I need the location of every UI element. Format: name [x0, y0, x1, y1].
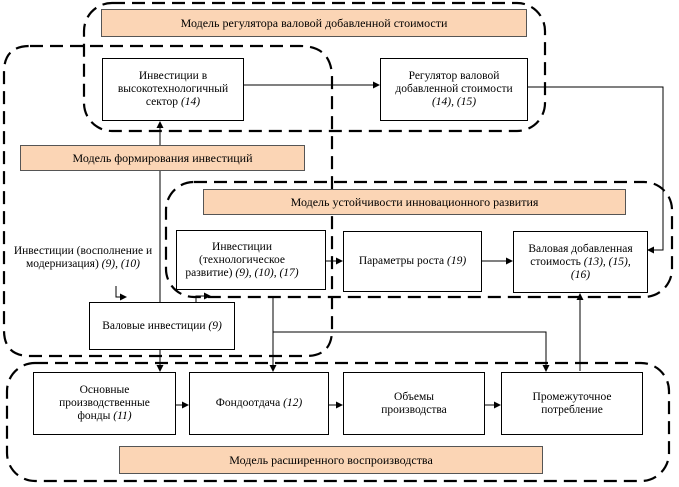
group-investment-formation-outline [2, 44, 334, 358]
node-gross-value-added: Валовая добавленная стоимость (13), (15)… [513, 231, 648, 293]
node-gross-investment-refs: (9) [208, 319, 222, 332]
node-production-volumes-text: Объемы производства [381, 390, 447, 416]
node-fixed-assets: Основные производственные фонды (11) [33, 372, 176, 435]
group-gva-regulator-outline [82, 1, 547, 133]
node-gross-value-added-refs: (13), (15), (16) [570, 255, 631, 281]
label-extended-reproduction-model: Модель расширенного воспроизводства [119, 446, 543, 474]
label-gva-regulator-model: Модель регулятора валовой добавленной ст… [101, 9, 527, 37]
node-gva-regulator-text: Регулятор валовой добавленной стоимости [395, 70, 513, 95]
node-growth-parameters: Параметры роста (19) [343, 231, 482, 292]
node-intermediate-consumption: Промежуточное потребление [501, 372, 643, 435]
node-gva-regulator: Регулятор валовой добавленной стоимости … [380, 58, 528, 121]
node-hightech-investment: Инвестиции в высокотехнологичный сектор … [102, 58, 244, 121]
node-capital-productivity-text: Фондоотдача [215, 397, 284, 409]
edge-replenish-to-gross [115, 286, 127, 301]
node-replenishment-investment-text: Инвестиции (восполнение и модернизация) [13, 245, 153, 270]
node-hightech-investment-text: Инвестиции в высокотехнологичный сектор [117, 70, 229, 108]
label-innovation-stability-model: Модель устойчивости инновационного разви… [203, 189, 626, 215]
node-intermediate-consumption-text: Промежуточное потребление [532, 390, 612, 416]
edge-regulator-to-gva [528, 86, 664, 254]
node-gross-value-added-text: Валовая добавленная стоимость [528, 242, 633, 268]
node-growth-parameters-refs: (19) [447, 255, 467, 267]
node-growth-parameters-text: Параметры роста [358, 255, 448, 267]
edge-techinvest-to-intermediate [273, 331, 550, 372]
node-technological-investment-text: Инвестиции (технологическое развитие) [185, 240, 285, 279]
node-fixed-assets-refs: (11) [113, 410, 132, 422]
node-gva-regulator-refs: (14), (15) [431, 96, 477, 108]
node-capital-productivity: Фондоотдача (12) [189, 372, 329, 435]
node-technological-investment-refs: (9), (10), (17) [235, 266, 299, 279]
node-production-volumes: Объемы производства [343, 372, 485, 435]
group-extended-reproduction-outline [5, 361, 671, 483]
node-replenishment-investment-refs: (9), (10) [101, 258, 140, 270]
node-replenishment-investment: Инвестиции (восполнение и модернизация) … [10, 230, 156, 286]
node-gross-investment: Валовые инвестиции (9) [89, 302, 235, 350]
node-gross-investment-text: Валовые инвестиции [102, 319, 209, 332]
node-technological-investment: Инвестиции (технологическое развитие) (9… [176, 230, 326, 290]
edge-gross-to-techinvest [195, 292, 211, 302]
node-hightech-investment-refs: (14) [180, 96, 201, 108]
node-capital-productivity-refs: (12) [283, 397, 303, 409]
node-fixed-assets-text: Основные производственные фонды [59, 384, 150, 422]
label-investment-formation-model: Модель формирования инвестиций [20, 145, 305, 171]
group-innovation-stability-outline [164, 180, 674, 299]
